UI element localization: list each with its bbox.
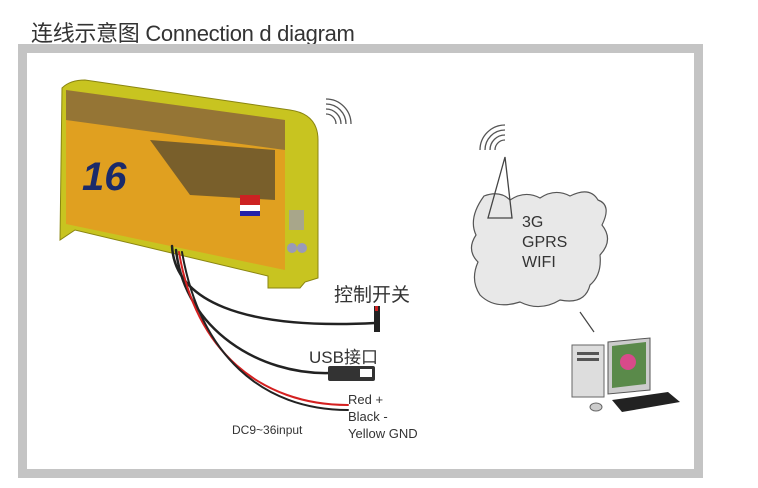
cables — [170, 244, 377, 411]
control-switch-label: 控制开关 — [334, 285, 411, 306]
black-wire — [181, 251, 349, 411]
network-types: 3G GPRS WIFI — [522, 213, 567, 273]
switch-cable — [170, 244, 377, 326]
yellow-wire-label: Yellow GND — [348, 426, 418, 441]
wireless-signal-icon — [325, 98, 352, 125]
usb-cable — [174, 248, 332, 375]
black-wire-label: Black - — [348, 409, 388, 424]
red-wire-label: Red + — [348, 392, 384, 407]
diagram-title: 连线示意图 Connection d diagram — [31, 21, 355, 46]
usb-port-label: USB接口 — [309, 348, 378, 367]
antenna-tower-icon — [487, 156, 513, 219]
computer-icon — [571, 337, 680, 412]
network-cloud — [470, 191, 609, 308]
dc-input-label: DC9~36input — [232, 423, 303, 437]
red-wire — [178, 251, 349, 406]
led-taxi-sign: 16 — [59, 79, 319, 289]
control-switch-icon — [374, 306, 380, 332]
network-3g: 3G — [522, 214, 544, 231]
tower-signal-icon — [479, 124, 506, 151]
network-wifi: WIFI — [522, 254, 556, 271]
network-gprs: GPRS — [522, 234, 568, 251]
car-number: 16 — [82, 155, 127, 199]
car-window — [150, 140, 275, 200]
